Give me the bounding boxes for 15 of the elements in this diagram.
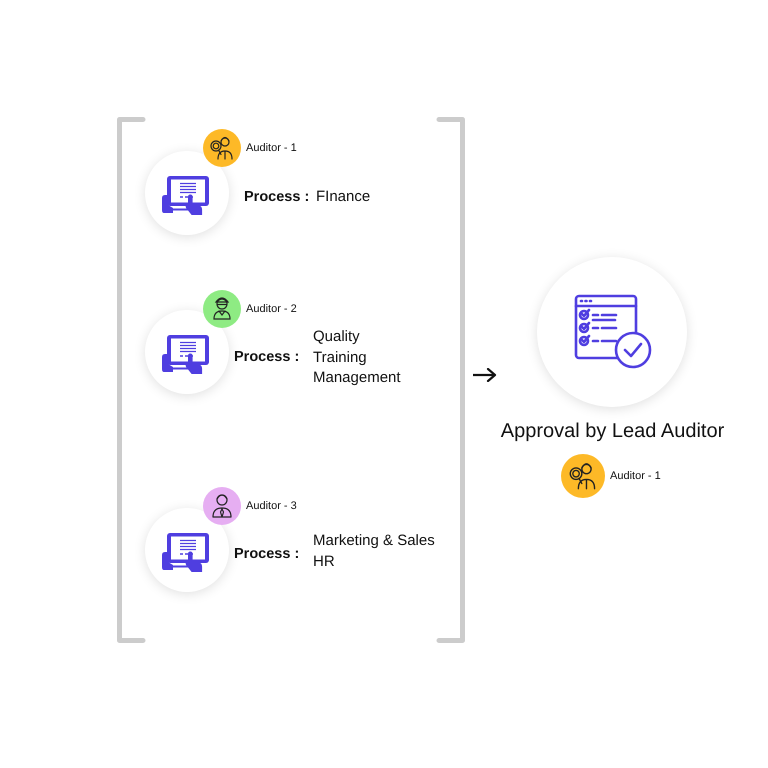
- process-name: Management: [313, 368, 401, 388]
- process-name: Quality: [313, 327, 360, 347]
- approval-title: Approval by Lead Auditor: [500, 419, 726, 443]
- auditor-label: Auditor - 1: [246, 141, 297, 155]
- auditor-label: Auditor - 3: [246, 499, 297, 513]
- auditor-label: Auditor - 2: [246, 302, 297, 316]
- process-name: Training: [313, 348, 367, 368]
- auditor-label: Auditor - 1: [610, 469, 661, 483]
- arrow: [473, 368, 496, 382]
- process-name: Marketing & Sales: [313, 531, 435, 551]
- process-label: Process :: [234, 545, 300, 564]
- process-name: HR: [313, 552, 335, 572]
- process-label: Process :: [244, 188, 310, 207]
- process-name: FInance: [316, 187, 370, 207]
- process-label: Process :: [234, 348, 300, 367]
